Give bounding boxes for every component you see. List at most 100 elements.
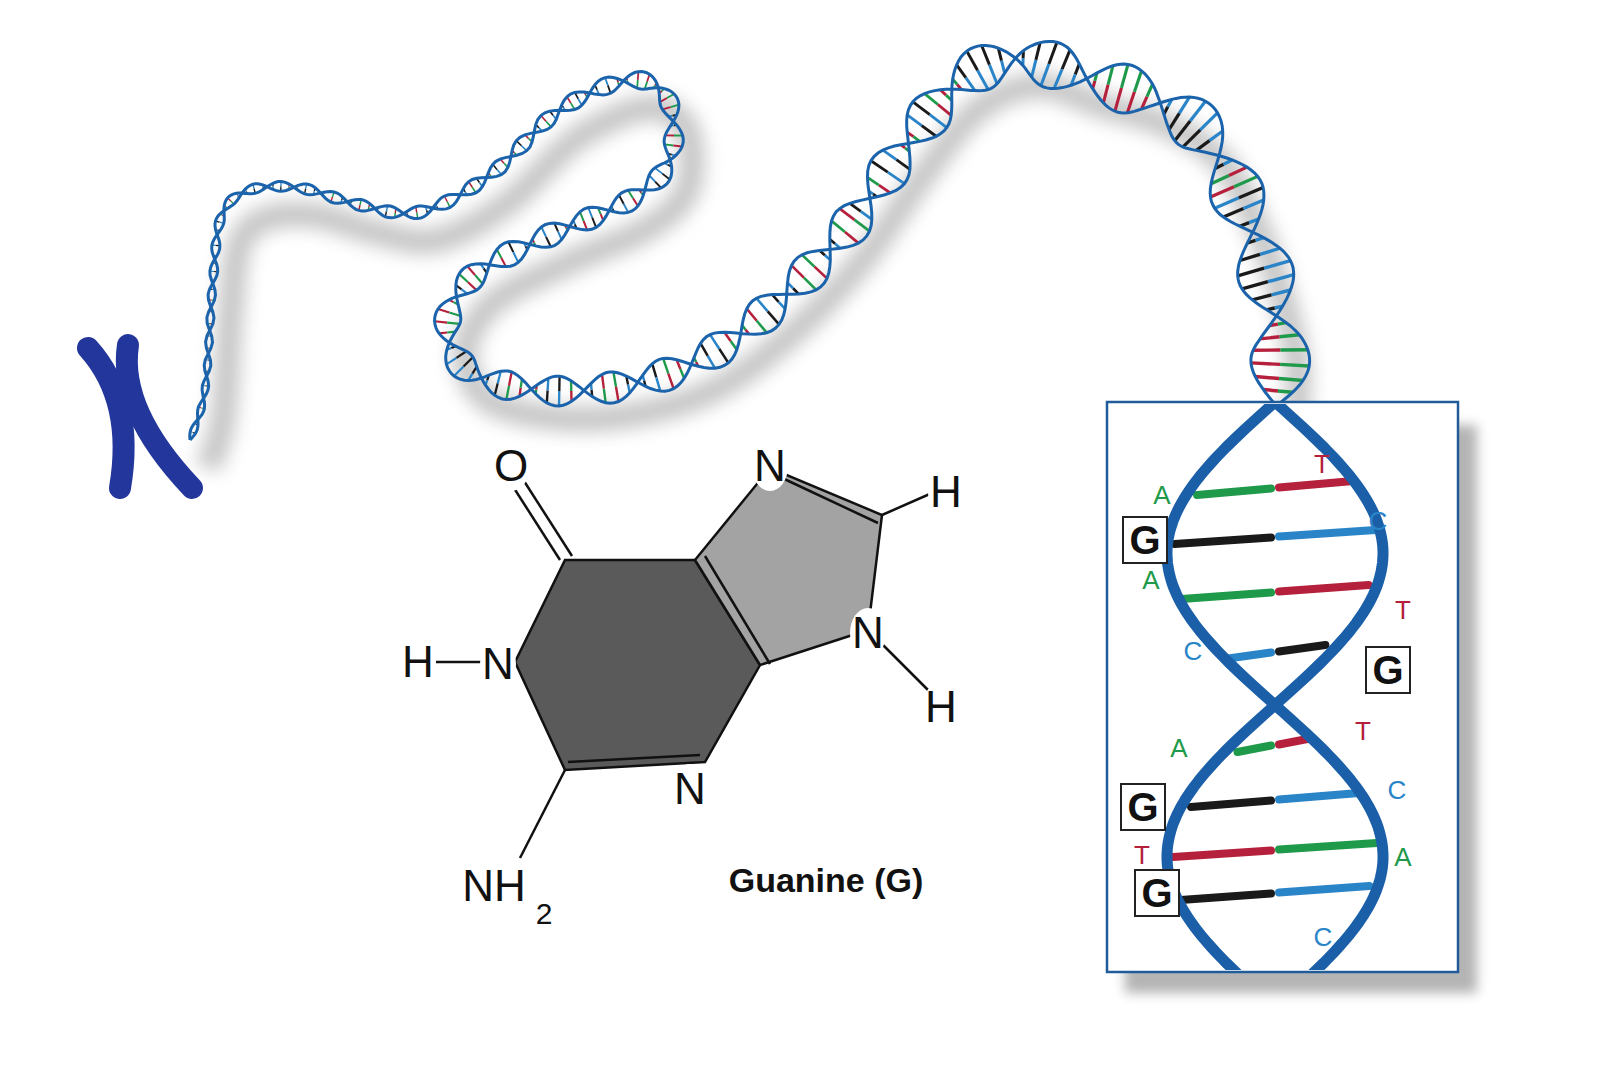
base-rung [879,185,890,193]
base-rung [464,357,473,366]
base-rung [604,389,606,403]
base-rung [701,343,708,355]
base-letter: G [1141,873,1172,913]
base-rung [896,160,910,170]
base-rung [883,150,897,160]
base-letter: A [1153,482,1170,508]
base-rung [1264,261,1290,269]
base-rung [1280,348,1307,352]
molecule-name: Guanine (G) [729,863,924,897]
base-letter: G [1127,787,1158,827]
base-rung [438,309,449,312]
base-rung [719,349,728,363]
base-rung [1229,167,1247,175]
base-rung [1175,121,1190,141]
base-rung [1278,391,1293,392]
base-rung [1238,268,1264,276]
base-rung [1054,69,1062,88]
base-rung [1253,348,1280,352]
atom-label: N [752,441,788,491]
base-rung [1196,141,1209,151]
base-pair-rung [1279,530,1375,537]
base-rung [613,372,616,387]
atom-label: N [850,608,886,658]
boxed-base: G [1122,516,1167,564]
base-pair-rung [1279,481,1353,488]
base-pair-rung [1279,886,1369,893]
base-rung [468,282,477,290]
base-rung [913,102,930,115]
base-rung [506,386,509,400]
base-rung [845,232,858,243]
base-rung [1183,130,1200,147]
atom-label: O [492,441,530,491]
base-rung [1062,50,1070,69]
base-rung [446,358,456,365]
base-rung [1121,64,1128,87]
atom-label: H [923,682,959,732]
helix-backbone [1167,404,1383,970]
base-rung [989,65,997,84]
boxed-base: G [1365,646,1410,694]
base-rung [1279,378,1303,380]
base-rung [495,383,498,395]
base-rung [1115,88,1122,111]
guanine-structure [432,468,932,858]
base-rung [1234,176,1258,186]
base-rung [850,203,861,211]
base-rung [663,358,668,373]
base-rung [757,321,767,333]
base-letter: C [1369,508,1388,534]
base-pair-rung [1197,489,1271,496]
base-rung [871,161,888,172]
base-letter: C [1314,924,1333,950]
base-rung [592,218,596,228]
base-rung [616,387,619,402]
base-rung [1041,64,1049,86]
atom-label: N [480,639,516,689]
zoom-box [1107,402,1458,972]
base-rung [832,221,845,232]
base-pair-rung [1181,894,1271,901]
base-pair-rung [1279,793,1359,800]
dna-strand [190,41,1310,440]
base-pair-rung [1279,645,1325,652]
base-letter: G [1129,520,1160,560]
base-rung [1242,282,1268,289]
base-pair-rung [1279,585,1369,592]
base-pair-rung [1175,538,1271,545]
base-letter: T [1134,842,1150,868]
base-letter: T [1355,718,1371,744]
base-rung [1215,198,1239,208]
base-letter: C [1388,777,1407,803]
base-rung [747,309,757,321]
backbone [190,46,1310,441]
base-rung [710,335,719,349]
base-rung [459,274,468,282]
base-rung [1268,275,1294,282]
base-rung [447,323,460,324]
base-letter: T [1314,451,1330,477]
base-rung [1252,295,1271,300]
base-rung [467,266,475,275]
chromosome [88,345,192,488]
base-letter: T [1395,597,1411,623]
atom-label: NH [460,861,528,911]
atom-label: H [400,637,436,687]
base-rung [509,372,512,386]
base-rung [558,391,561,406]
base-rung [888,172,905,183]
base-letter: A [1170,735,1187,761]
base-rung [1103,84,1108,103]
base-rung [1280,364,1309,366]
base-pair-rung [1237,746,1271,753]
base-rung [513,252,518,262]
base-rung [855,220,870,231]
base-rung [475,275,483,284]
base-rung [957,65,966,78]
base-rung [1260,248,1280,254]
base-rung [977,70,988,89]
base-rung [967,51,978,70]
